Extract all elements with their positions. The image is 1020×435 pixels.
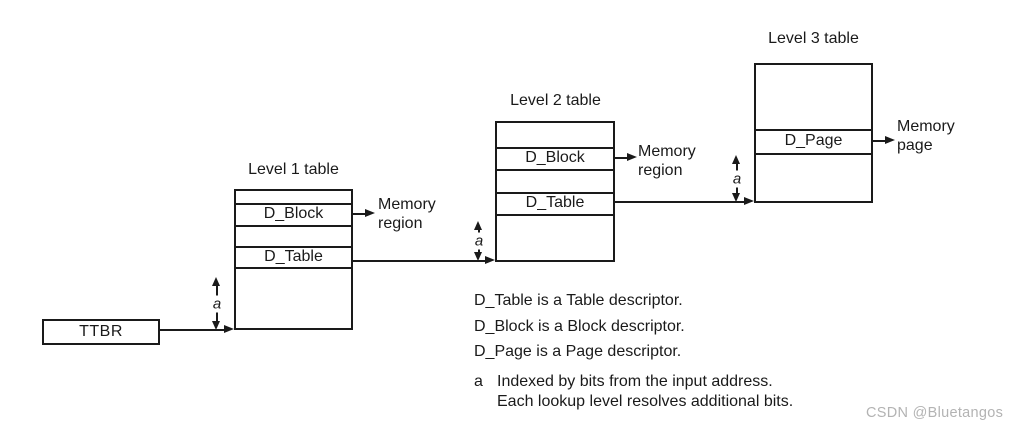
table-divider bbox=[236, 246, 351, 248]
index-marker-ttbr: a bbox=[208, 277, 226, 330]
index-marker-level3: a bbox=[728, 155, 746, 202]
index-marker-label: a bbox=[730, 170, 744, 187]
legend-marker: a bbox=[474, 373, 483, 390]
connector-level1-to-level2 bbox=[353, 260, 487, 262]
table-divider bbox=[756, 153, 871, 155]
table-divider bbox=[236, 203, 351, 205]
arrow-right-icon bbox=[744, 197, 754, 205]
memory-region-line2: region bbox=[378, 215, 423, 232]
level1-dblock-arrow-line bbox=[353, 213, 367, 215]
table-divider bbox=[497, 147, 613, 149]
level3-dpage-arrow-line bbox=[873, 140, 887, 142]
memory-page-line2: page bbox=[897, 137, 933, 154]
memory-page-line1: Memory bbox=[897, 118, 955, 135]
legend-dpage-note: D_Page is a Page descriptor. bbox=[474, 343, 682, 360]
arrow-right-icon bbox=[627, 153, 637, 161]
arrow-down-icon bbox=[732, 193, 740, 202]
legend-marker-note-line2: Each lookup level resolves additional bi… bbox=[497, 393, 794, 410]
arrow-down-icon bbox=[212, 321, 220, 330]
memory-region-line2: region bbox=[638, 162, 683, 179]
level2-table-title: Level 2 table bbox=[510, 92, 601, 109]
legend-marker-note: Indexed by bits from the input address. … bbox=[497, 372, 793, 412]
level3-dpage-row: D_Page bbox=[784, 132, 843, 149]
table-divider bbox=[236, 225, 351, 227]
arrow-right-icon bbox=[224, 325, 234, 333]
level1-dtable-row: D_Table bbox=[264, 247, 323, 265]
level2-memory-region-label: Memory region bbox=[638, 142, 696, 180]
level1-table: D_Block D_Table bbox=[234, 189, 353, 330]
table-divider bbox=[497, 169, 613, 171]
level2-dblock-arrow-line bbox=[615, 157, 629, 159]
level3-memory-page-label: Memory page bbox=[897, 117, 955, 155]
ttbr-label: TTBR bbox=[79, 323, 123, 340]
arrow-up-icon bbox=[212, 277, 220, 286]
index-marker-label: a bbox=[210, 295, 224, 312]
level2-dtable-row: D_Table bbox=[525, 194, 585, 211]
level2-table: D_Block D_Table bbox=[495, 121, 615, 262]
level3-table-title: Level 3 table bbox=[768, 30, 859, 47]
level2-dblock-row: D_Block bbox=[525, 149, 585, 166]
table-divider bbox=[497, 214, 613, 216]
level1-dblock-row: D_Block bbox=[263, 205, 324, 222]
memory-region-line1: Memory bbox=[638, 143, 696, 160]
ttbr-box: TTBR bbox=[42, 319, 160, 345]
memory-region-line1: Memory bbox=[378, 196, 436, 213]
level1-memory-region-label: Memory region bbox=[378, 195, 436, 233]
level1-table-title: Level 1 table bbox=[248, 161, 339, 178]
arrow-right-icon bbox=[365, 209, 375, 217]
connector-ttbr-to-level1 bbox=[160, 329, 226, 331]
legend-dtable-note: D_Table is a Table descriptor. bbox=[474, 292, 683, 309]
arrow-right-icon bbox=[885, 136, 895, 144]
arrow-right-icon bbox=[485, 256, 495, 264]
watermark: CSDN @Bluetangos bbox=[866, 405, 1004, 421]
legend-dblock-note: D_Block is a Block descriptor. bbox=[474, 318, 685, 335]
connector-level2-to-level3 bbox=[615, 201, 746, 203]
legend-marker-note-line1: Indexed by bits from the input address. bbox=[497, 373, 773, 390]
table-divider bbox=[756, 129, 871, 131]
level3-table: D_Page bbox=[754, 63, 873, 203]
index-marker-label: a bbox=[472, 232, 486, 250]
arrow-up-icon bbox=[732, 155, 740, 164]
table-divider bbox=[497, 192, 613, 194]
table-divider bbox=[236, 267, 351, 269]
arrow-up-icon bbox=[474, 221, 482, 230]
arrow-down-icon bbox=[474, 252, 482, 261]
index-marker-level2: a bbox=[470, 221, 488, 261]
